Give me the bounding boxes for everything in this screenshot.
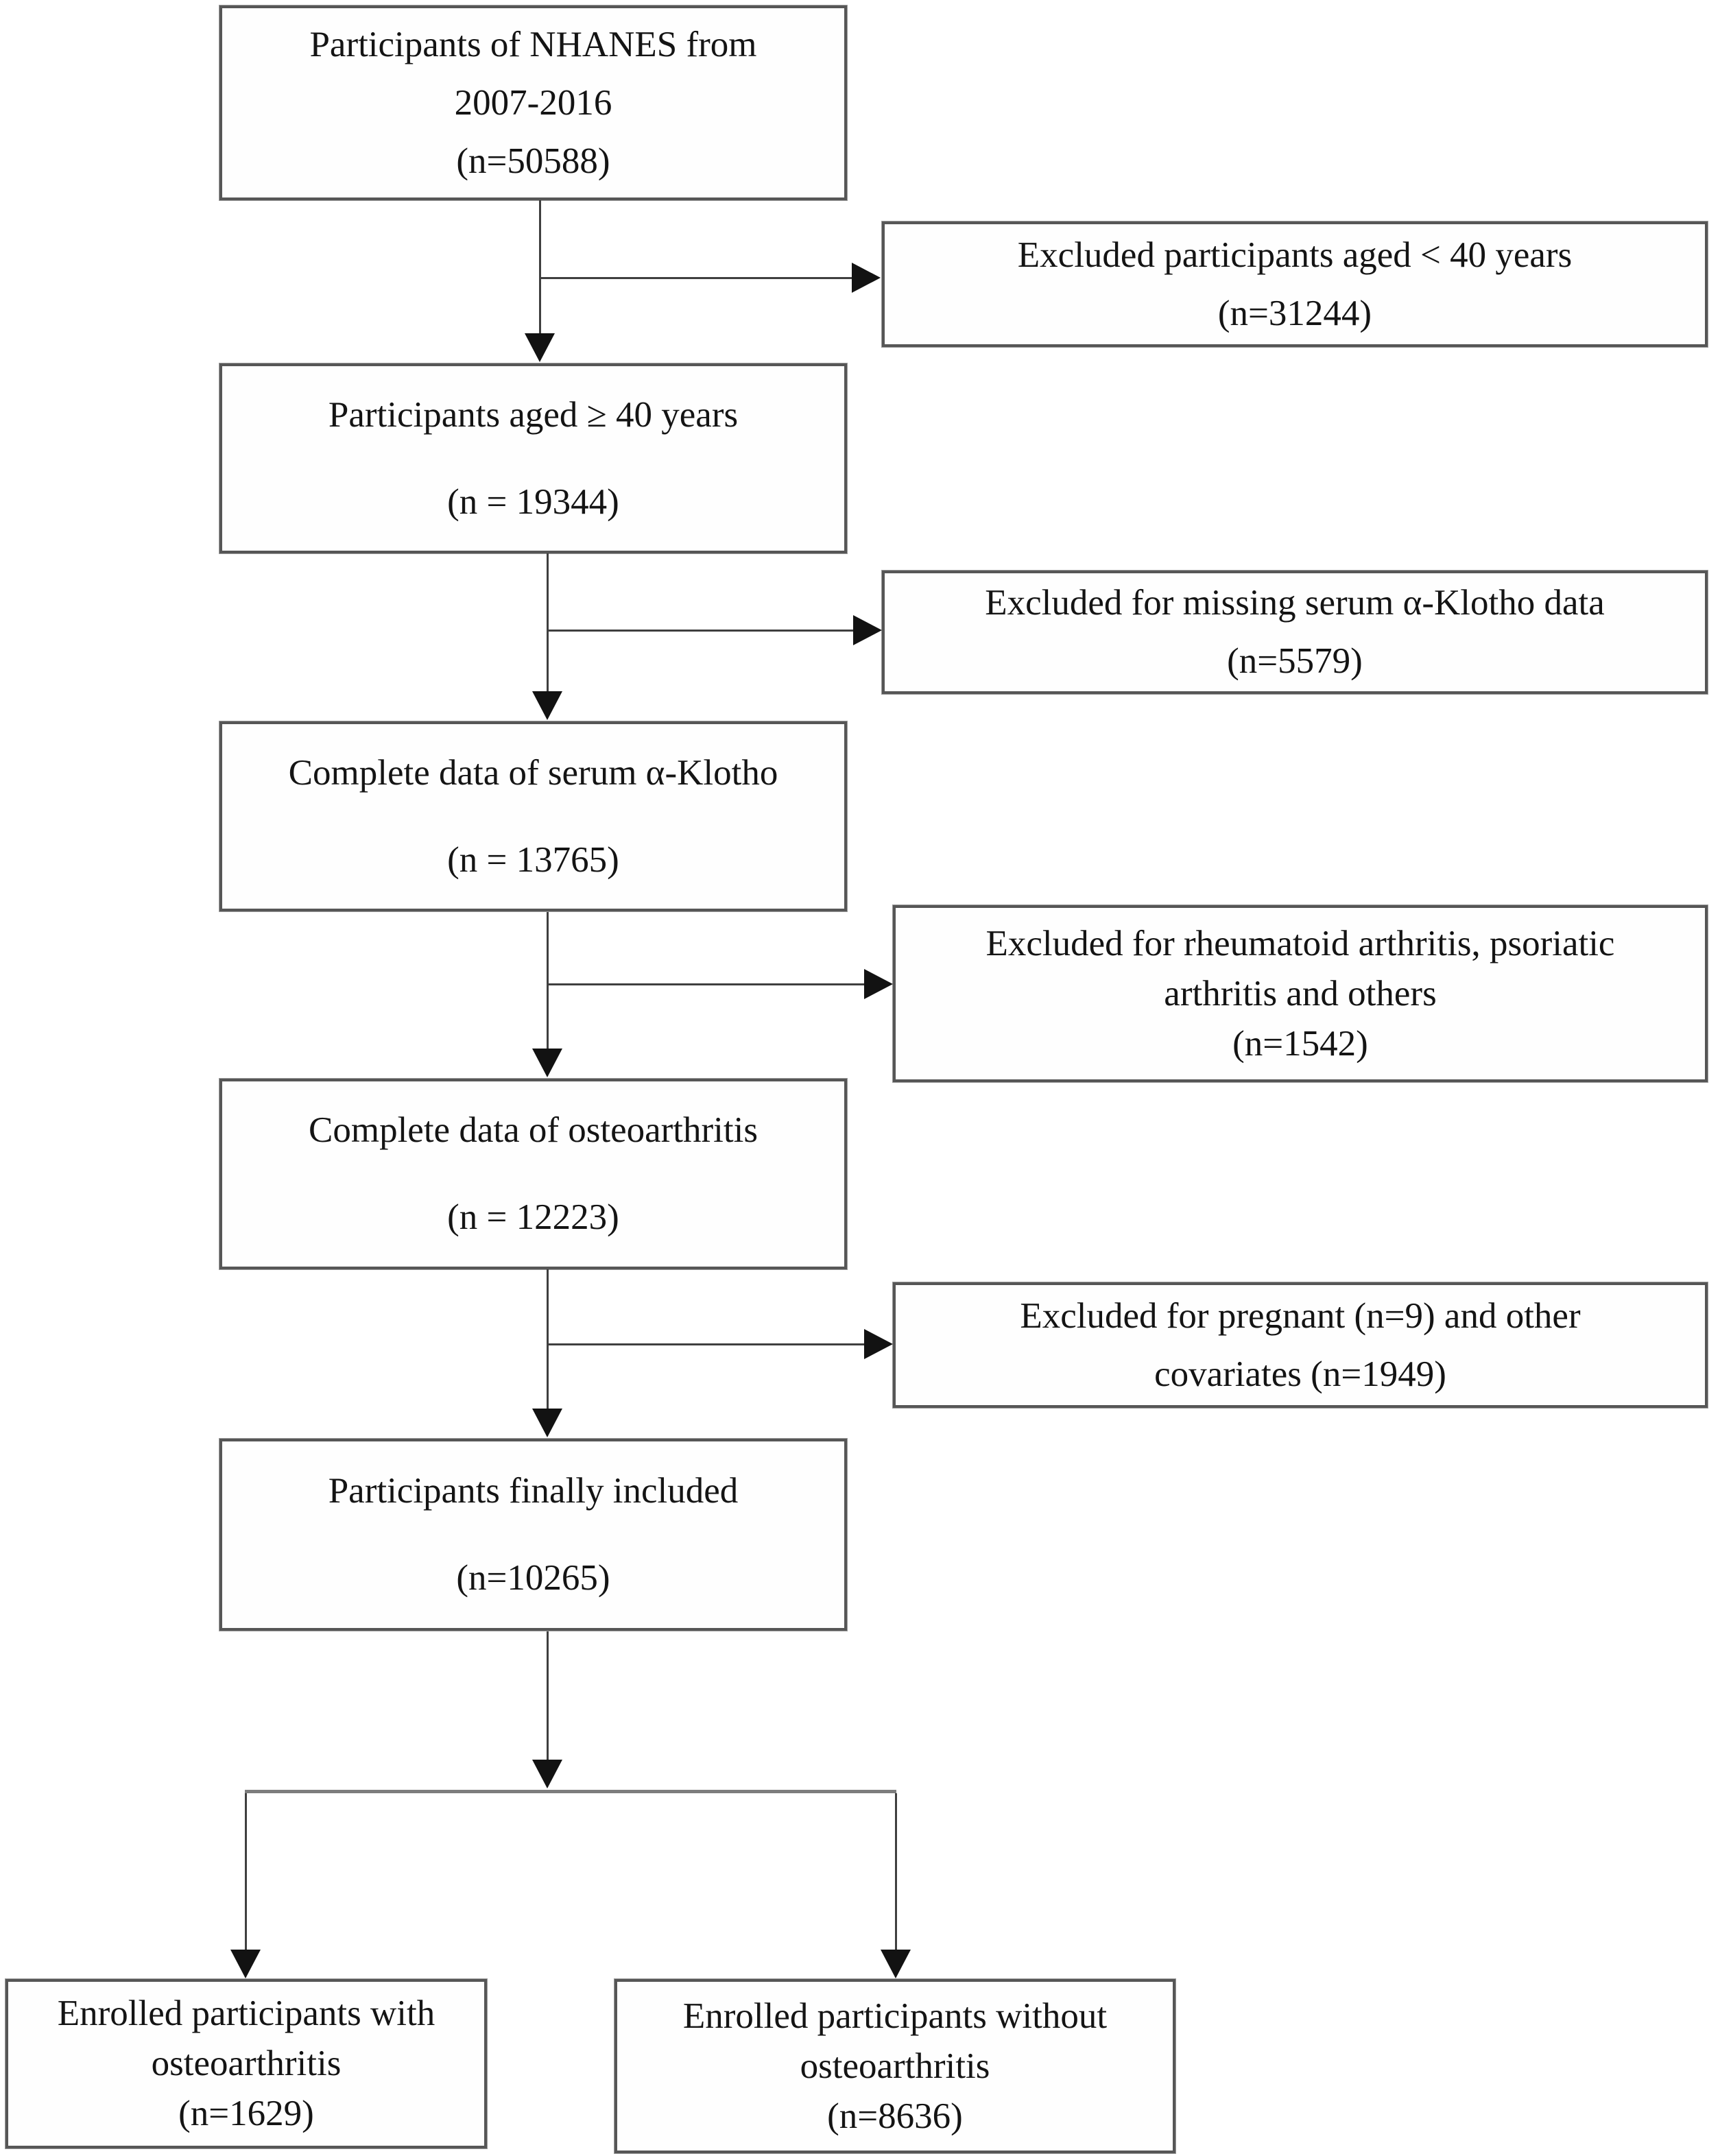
outcome-box-with-oa: Enrolled participants with osteoarthriti… (5, 1979, 487, 2148)
box-count-label: (n = 19344) (447, 481, 619, 522)
exclusion-box-arthritis: Excluded for rheumatoid arthritis, psori… (893, 905, 1708, 1082)
box-text-line: osteoarthritis (151, 2044, 342, 2083)
connector-line (547, 1343, 865, 1345)
connector-line (547, 1269, 549, 1410)
box-count-label: covariates (n=1949) (1154, 1354, 1446, 1394)
arrow-down-icon (525, 333, 555, 362)
box-count-label: (n=31244) (1217, 293, 1372, 333)
box-text-line: arthritis and others (1164, 973, 1437, 1014)
box-count-label: (n = 12223) (447, 1197, 619, 1237)
connector-line (895, 1793, 897, 1951)
box-count-label: (n=50588) (456, 141, 610, 181)
box-text-line: Complete data of serum α-Klotho (288, 752, 778, 793)
box-text-line: osteoarthritis (800, 2046, 990, 2086)
connector-line (547, 630, 855, 632)
box-text-line: Excluded for missing serum α-Klotho data (985, 583, 1605, 623)
connector-line (245, 1793, 247, 1951)
arrow-down-icon (230, 1950, 261, 1978)
box-text-line: Participants aged ≥ 40 years (328, 394, 739, 435)
arrow-down-icon (532, 1409, 562, 1437)
arrow-down-icon (532, 691, 562, 720)
box-count-label: (n=10265) (456, 1558, 610, 1598)
arrow-down-icon (532, 1049, 562, 1077)
flow-box-nhanes-source: Participants of NHANES from 2007-2016 (n… (219, 5, 847, 200)
box-count-label: (n=1629) (178, 2094, 314, 2133)
box-text-line: Excluded participants aged < 40 years (1017, 235, 1573, 275)
box-text-line: Participants finally included (328, 1471, 739, 1511)
box-text-line: Complete data of osteoarthritis (309, 1110, 758, 1150)
arrow-down-icon (532, 1760, 562, 1788)
arrow-down-icon (881, 1950, 911, 1978)
box-text-line: Enrolled participants without (682, 1996, 1108, 2036)
flow-box-aged-40-plus: Participants aged ≥ 40 years (n = 19344) (219, 363, 847, 553)
flow-box-finally-included: Participants finally included (n=10265) (219, 1439, 847, 1631)
arrow-right-icon (864, 1329, 893, 1359)
exclusion-box-covariates: Excluded for pregnant (n=9) and other co… (893, 1282, 1708, 1408)
connector-line (539, 200, 541, 335)
branch-bar (245, 1790, 896, 1793)
box-text-line: Participants of NHANES from (309, 24, 757, 64)
outcome-box-without-oa: Enrolled participants without osteoarthr… (614, 1979, 1175, 2153)
box-count-label: (n=8636) (827, 2096, 963, 2136)
flow-box-klotho-complete: Complete data of serum α-Klotho (n = 137… (219, 721, 847, 911)
exclusion-box-under-40: Excluded participants aged < 40 years (n… (882, 221, 1708, 347)
flow-box-oa-complete: Complete data of osteoarthritis (n = 122… (219, 1079, 847, 1269)
connector-line (540, 277, 854, 279)
box-text-line: Enrolled participants with (57, 1993, 435, 2033)
box-text-line: Excluded for pregnant (n=9) and other (1020, 1295, 1581, 1336)
connector-line (547, 553, 549, 693)
exclusion-box-no-klotho: Excluded for missing serum α-Klotho data… (882, 571, 1708, 694)
arrow-right-icon (852, 263, 881, 293)
box-count-label: (n=5579) (1227, 641, 1363, 681)
box-text-line: Excluded for rheumatoid arthritis, psori… (986, 923, 1615, 963)
arrow-right-icon (864, 969, 893, 999)
connector-line (547, 912, 549, 1050)
connector-line (547, 983, 865, 985)
box-text-line: 2007-2016 (454, 82, 612, 123)
connector-line (547, 1631, 549, 1761)
arrow-right-icon (853, 615, 882, 645)
box-count-label: (n=1542) (1232, 1023, 1368, 1064)
box-count-label: (n = 13765) (447, 839, 619, 880)
